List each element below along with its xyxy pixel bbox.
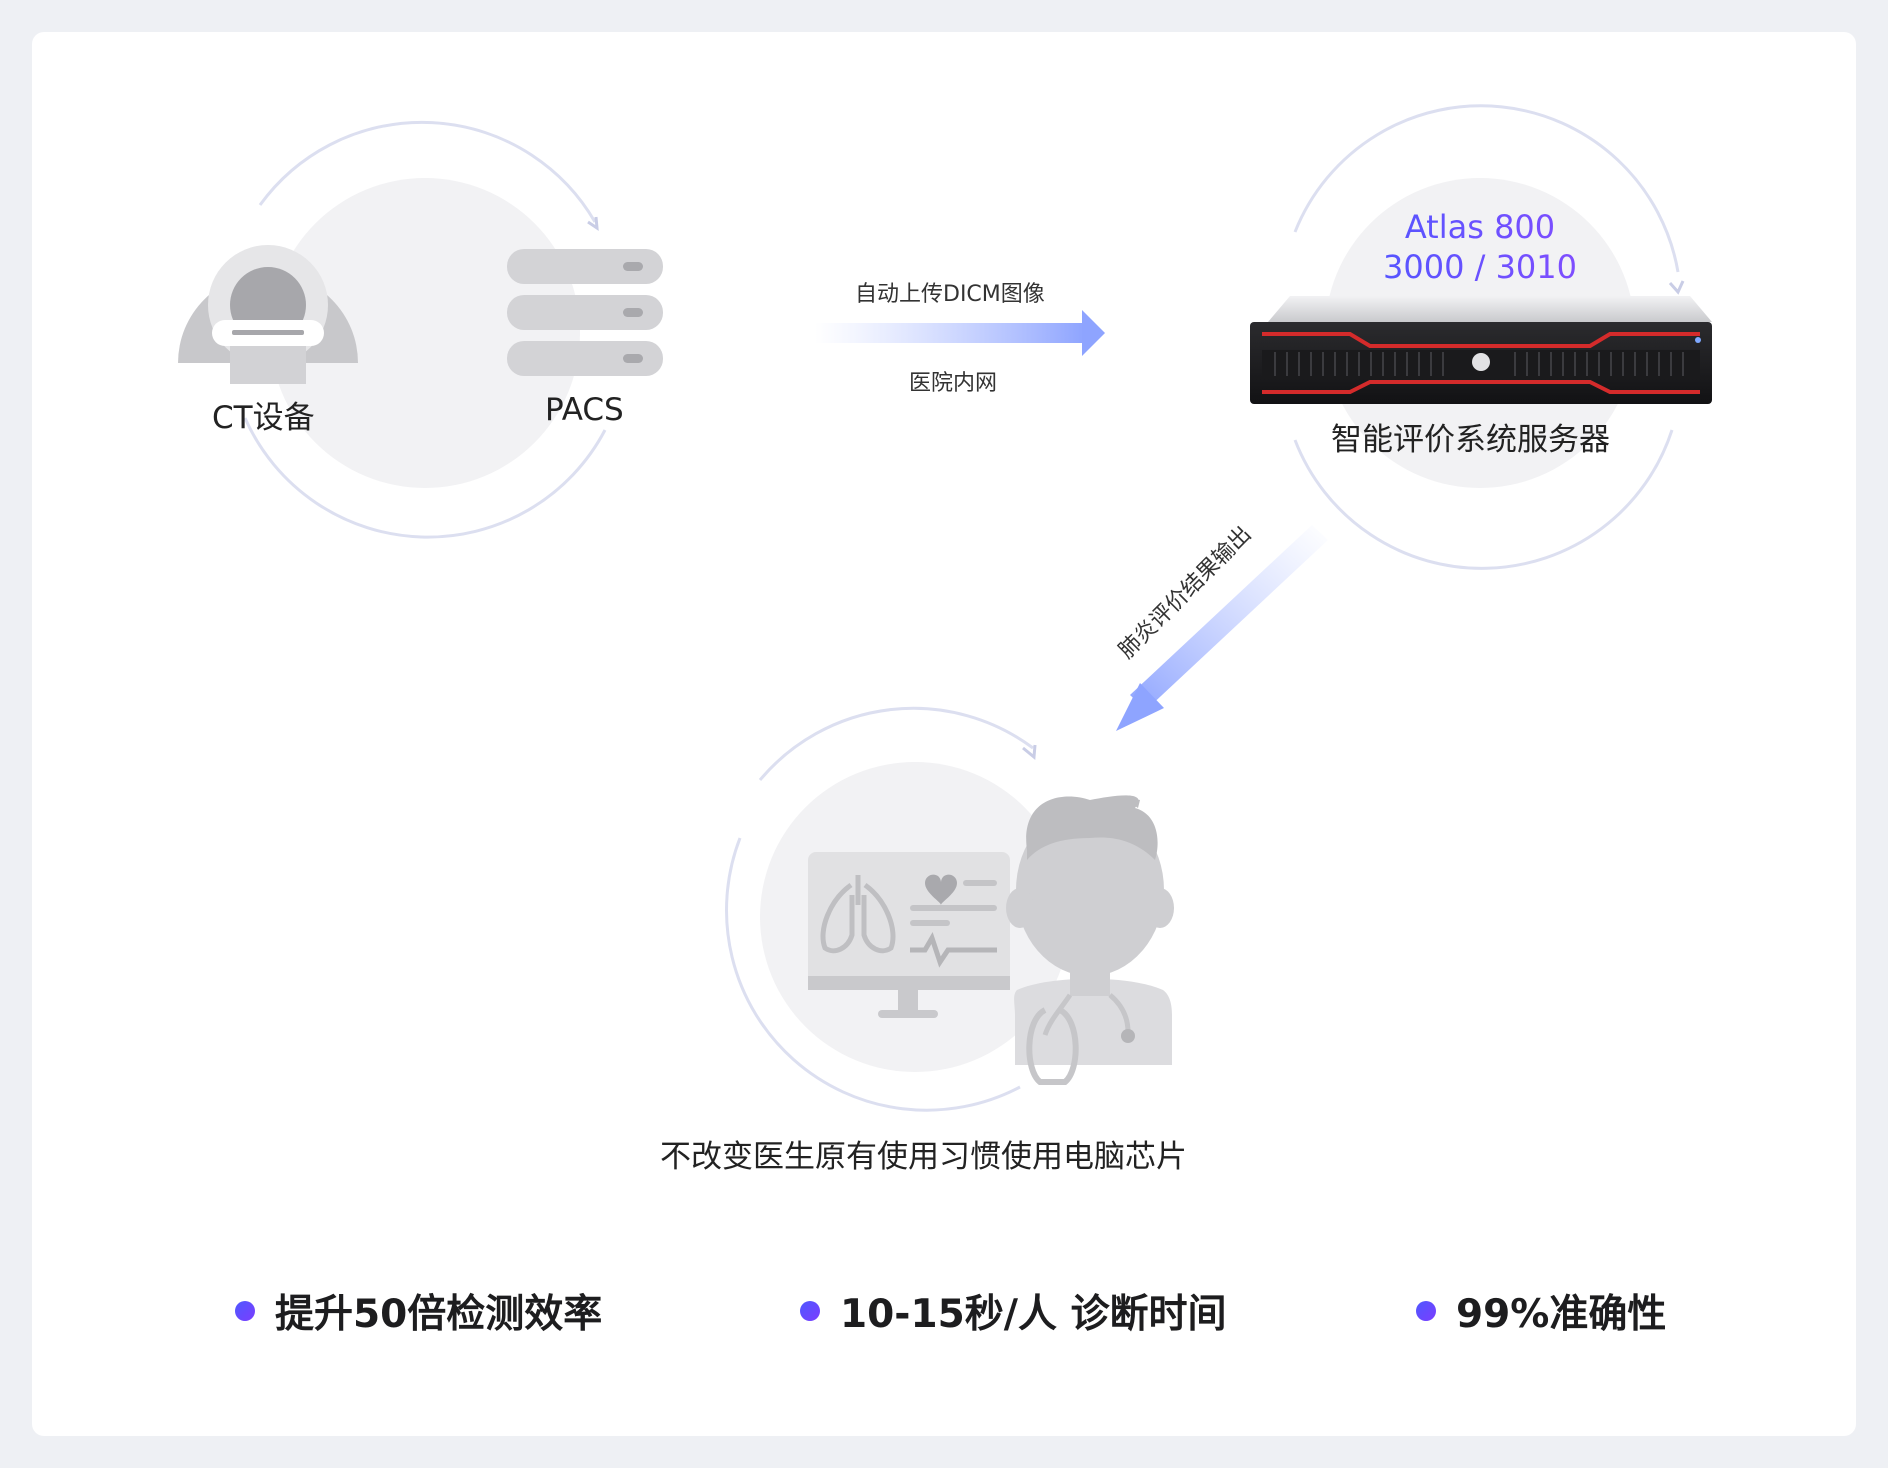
doctor-icon	[1006, 795, 1174, 1085]
ct-pacs-bg-circle	[270, 178, 580, 488]
upload-bottom-label: 医院内网	[909, 371, 998, 396]
output-arrow	[1116, 525, 1328, 731]
server-model-line2: 3000 / 3010	[1330, 247, 1630, 287]
doctor-group	[725, 706, 1174, 1112]
pacs-icon	[507, 249, 663, 376]
metric-diagnosis-time-text: 10-15秒/人 诊断时间	[840, 1292, 1227, 1337]
doctor-ring-arrowhead	[1022, 744, 1037, 760]
upload-arrow	[815, 310, 1105, 356]
metric-efficiency: 提升50倍检测效率	[235, 1283, 602, 1339]
doctor-ring-top	[758, 706, 1034, 781]
metric-bullet-icon	[800, 1301, 820, 1321]
server-ring-top	[1293, 104, 1680, 273]
pacs-label: PACS	[545, 392, 624, 428]
metric-diagnosis-time: 10-15秒/人 诊断时间	[800, 1283, 1227, 1339]
metric-bullet-icon	[1416, 1301, 1436, 1321]
metric-bullet-icon	[235, 1301, 255, 1321]
server-label: 智能评价系统服务器	[1331, 422, 1610, 458]
metric-accuracy-text: 99%准确性	[1456, 1292, 1667, 1337]
server-ring-bottom	[1293, 429, 1674, 570]
ct-pacs-ring-bottom	[243, 417, 607, 539]
ct-pacs-ring-arrowhead	[587, 216, 599, 231]
ct-pacs-ring-top	[258, 120, 597, 223]
atlas-server-image	[1250, 296, 1712, 404]
doctor-ring-left	[725, 837, 1021, 1112]
server-model-text: Atlas 800 3000 / 3010	[1330, 207, 1630, 287]
ct-label: CT设备	[212, 400, 315, 436]
ct-scanner-icon	[178, 245, 358, 384]
ct-pacs-group	[178, 120, 663, 539]
server-model-line1: Atlas 800	[1330, 207, 1630, 247]
monitor-icon	[808, 852, 1010, 1018]
doctor-label: 不改变医生原有使用习惯使用电脑芯片	[660, 1139, 1187, 1175]
upload-top-label: 自动上传DICM图像	[855, 282, 1045, 307]
metric-efficiency-text: 提升50倍检测效率	[275, 1292, 603, 1337]
metric-accuracy: 99%准确性	[1416, 1283, 1666, 1339]
server-group	[1250, 104, 1712, 570]
server-ring-arrowhead	[1668, 280, 1685, 295]
